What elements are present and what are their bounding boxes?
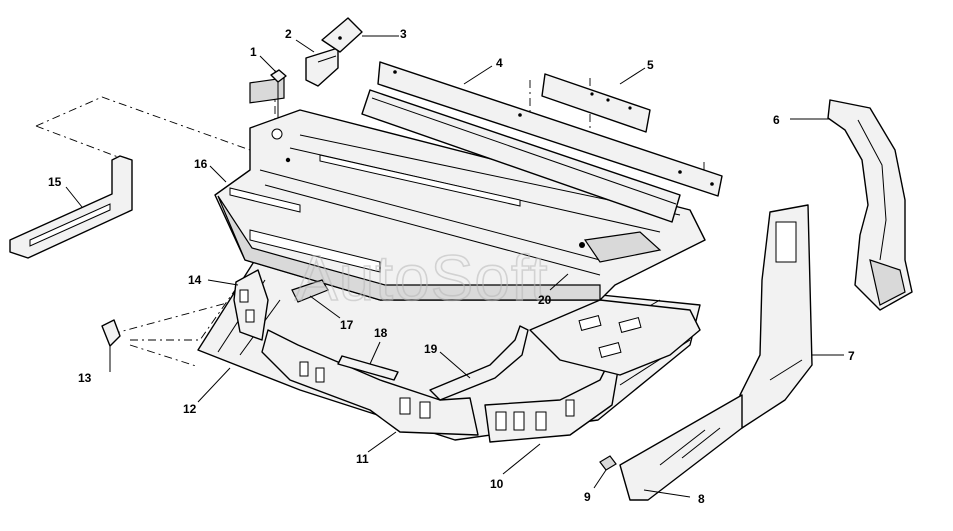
callout-6: 6 (773, 113, 780, 127)
callout-8: 8 (698, 492, 705, 506)
callout-3: 3 (400, 27, 407, 41)
callout-10: 10 (490, 477, 504, 491)
callout-5: 5 (647, 58, 654, 72)
watermark-text: AutoSoft (295, 242, 549, 314)
part-8-lower-rail (619, 394, 743, 501)
callout-1: 1 (250, 45, 257, 59)
callout-11: 11 (356, 452, 369, 466)
callout-18: 18 (374, 326, 388, 340)
callout-15: 15 (48, 175, 62, 189)
part-9-nut (599, 455, 617, 471)
part-19-curved-channel (429, 325, 529, 401)
part-1-bolt (270, 69, 287, 118)
part-18-plate (337, 355, 399, 381)
part-6-pillar (827, 99, 913, 311)
callout-19: 19 (424, 342, 438, 356)
part-5-reinforcement (541, 73, 651, 133)
part-7-side-panel (739, 204, 813, 429)
callout-14: 14 (188, 273, 202, 287)
callout-7: 7 (848, 349, 855, 363)
part-15-left-bracket (9, 155, 133, 259)
part-3-plate (321, 17, 363, 53)
part-2-bracket (305, 47, 339, 87)
part-13-clip (101, 319, 121, 347)
callout-13: 13 (78, 371, 92, 385)
part-4-cross-member (361, 61, 723, 223)
callout-17: 17 (340, 318, 354, 332)
callout-9: 9 (584, 490, 591, 504)
part-20-rear-floor (529, 299, 701, 376)
part-17-clip (291, 279, 329, 303)
callout-labels: 1 2 3 4 5 6 7 8 9 10 11 12 13 14 15 16 1… (48, 27, 855, 506)
callout-12: 12 (183, 402, 197, 416)
callout-20: 20 (538, 293, 552, 307)
part-14-side-box (233, 269, 269, 341)
part-16-main-floor (214, 77, 706, 301)
callout-4: 4 (496, 56, 503, 70)
callout-2: 2 (285, 27, 292, 41)
callout-16: 16 (194, 157, 208, 171)
leader-lines (65, 35, 844, 498)
part-10-rear-box-member (484, 359, 619, 443)
